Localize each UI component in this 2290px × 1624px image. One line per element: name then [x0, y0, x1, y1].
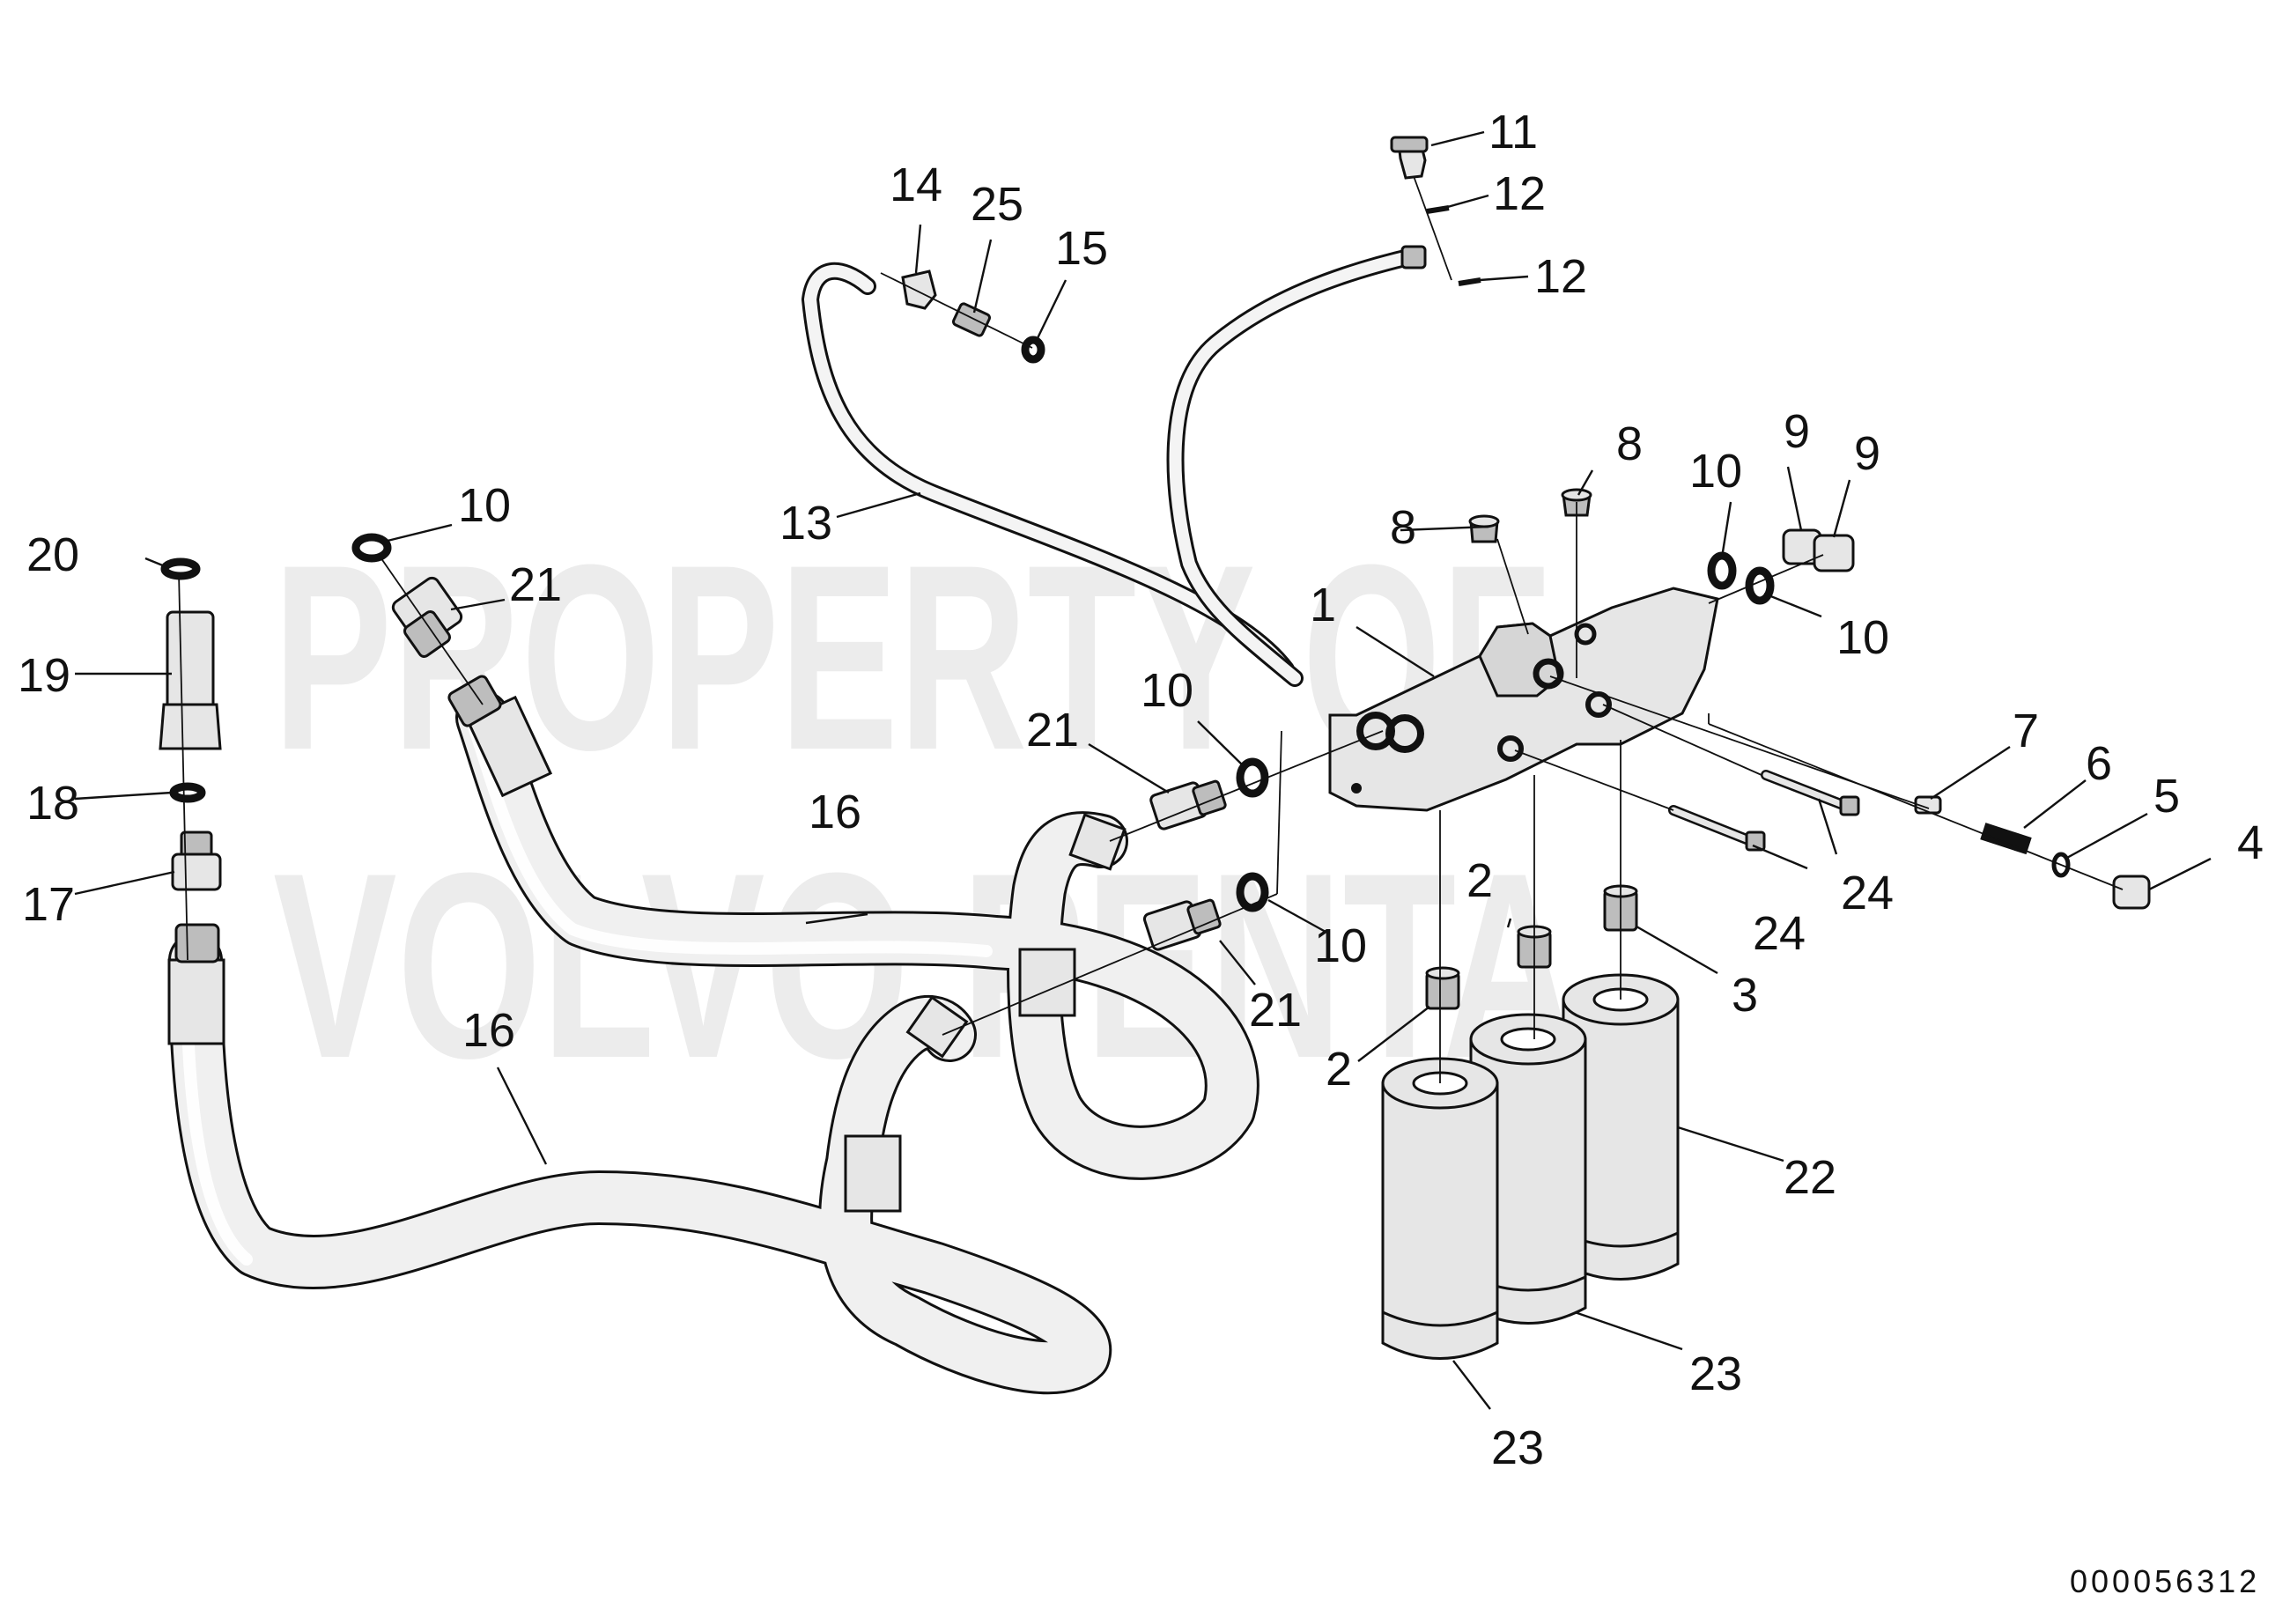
callout-label-14: 14: [890, 159, 942, 211]
tube-13: [802, 262, 1295, 678]
callout-label-21-left: 21: [509, 558, 562, 611]
callout-label-17: 17: [22, 878, 75, 931]
callout-label-21-lower: 21: [1249, 984, 1302, 1037]
callout-label-25: 25: [971, 178, 1023, 231]
tube-return: [1166, 247, 1425, 687]
nipple-21-left: [391, 576, 463, 658]
callout-label-3: 3: [1732, 969, 1758, 1022]
o-ring-5: [2051, 852, 2071, 878]
callout-label-13: 13: [779, 497, 832, 550]
nipple-21-lower: [1142, 898, 1222, 951]
spring-6: [1980, 823, 2032, 855]
union-25: [952, 302, 991, 337]
plug-4: [2112, 875, 2151, 910]
o-ring-10-right-b: [1745, 566, 1775, 605]
seal-ring-18: [169, 782, 206, 803]
adapter-19: [159, 610, 222, 750]
callout-label-23-right: 23: [1689, 1347, 1742, 1400]
callout-label-7: 7: [2013, 705, 2039, 757]
spacer-2-left: [1425, 966, 1460, 1010]
nipple-21-upper: [1149, 779, 1227, 830]
callout-labels: 11 12 12 14 25 15 13 10 21 20 19 18 17 1…: [18, 106, 2264, 1474]
callout-label-23-bottom: 23: [1491, 1421, 1544, 1474]
callout-label-20: 20: [26, 528, 79, 581]
callout-label-6: 6: [2086, 737, 2112, 790]
callout-label-10-right-upper: 10: [1689, 445, 1742, 498]
filter-head-1: [1328, 587, 1719, 812]
reference-number: 000056312: [2070, 1563, 2260, 1599]
callout-label-8-left: 8: [1390, 501, 1416, 554]
fitting-14: [901, 269, 937, 310]
plug-9-b: [1813, 534, 1855, 572]
filter-22-left: [1381, 1057, 1499, 1360]
callout-label-10-upper: 10: [1141, 664, 1193, 717]
callout-label-2-middle: 2: [1466, 854, 1493, 907]
callout-label-12-upper: 12: [1493, 167, 1546, 220]
callout-label-1: 1: [1310, 579, 1336, 631]
washer-15: [1021, 336, 1045, 364]
o-ring-10-left: [351, 533, 392, 563]
callout-label-24-right: 24: [1841, 867, 1894, 919]
callout-label-10-right-lower: 10: [1836, 611, 1889, 664]
callout-label-5: 5: [2153, 770, 2180, 823]
callout-label-9-right: 9: [1854, 427, 1880, 480]
washer-12-lower: [1458, 277, 1481, 286]
callout-leaders: [74, 130, 2212, 1410]
callout-label-10-lower: 10: [1314, 919, 1367, 972]
seal-ring-20: [160, 557, 201, 580]
callout-label-16-lower: 16: [462, 1004, 515, 1057]
callout-label-11: 11: [1488, 106, 1538, 159]
callout-label-16-upper: 16: [809, 786, 861, 838]
callout-label-4: 4: [2237, 816, 2264, 869]
callout-label-9-left: 9: [1784, 405, 1810, 458]
o-ring-10-right-a: [1707, 551, 1737, 590]
o-ring-10-upper: [1236, 757, 1269, 798]
adapter-17: [171, 830, 222, 891]
banjo-bolt-11: [1390, 136, 1429, 180]
bolt-24-upper: [1761, 770, 1860, 816]
callout-label-8-upper: 8: [1616, 417, 1643, 470]
callout-label-19: 19: [18, 649, 70, 702]
callout-label-21-upper: 21: [1026, 704, 1079, 757]
callout-label-10-left: 10: [458, 479, 511, 532]
callout-label-2-left: 2: [1326, 1043, 1352, 1096]
callout-label-22: 22: [1784, 1151, 1836, 1204]
plug-8-left: [1468, 514, 1500, 543]
callout-label-18: 18: [26, 777, 79, 830]
callout-label-12-lower: 12: [1534, 250, 1587, 303]
o-ring-10-lower: [1236, 872, 1269, 912]
callout-label-24-left: 24: [1753, 907, 1806, 960]
bolt-24-lower: [1668, 805, 1766, 852]
tube-end-nut: [1400, 245, 1427, 269]
callout-label-15: 15: [1055, 222, 1108, 275]
assembly-axis-lines: [178, 175, 2124, 1083]
